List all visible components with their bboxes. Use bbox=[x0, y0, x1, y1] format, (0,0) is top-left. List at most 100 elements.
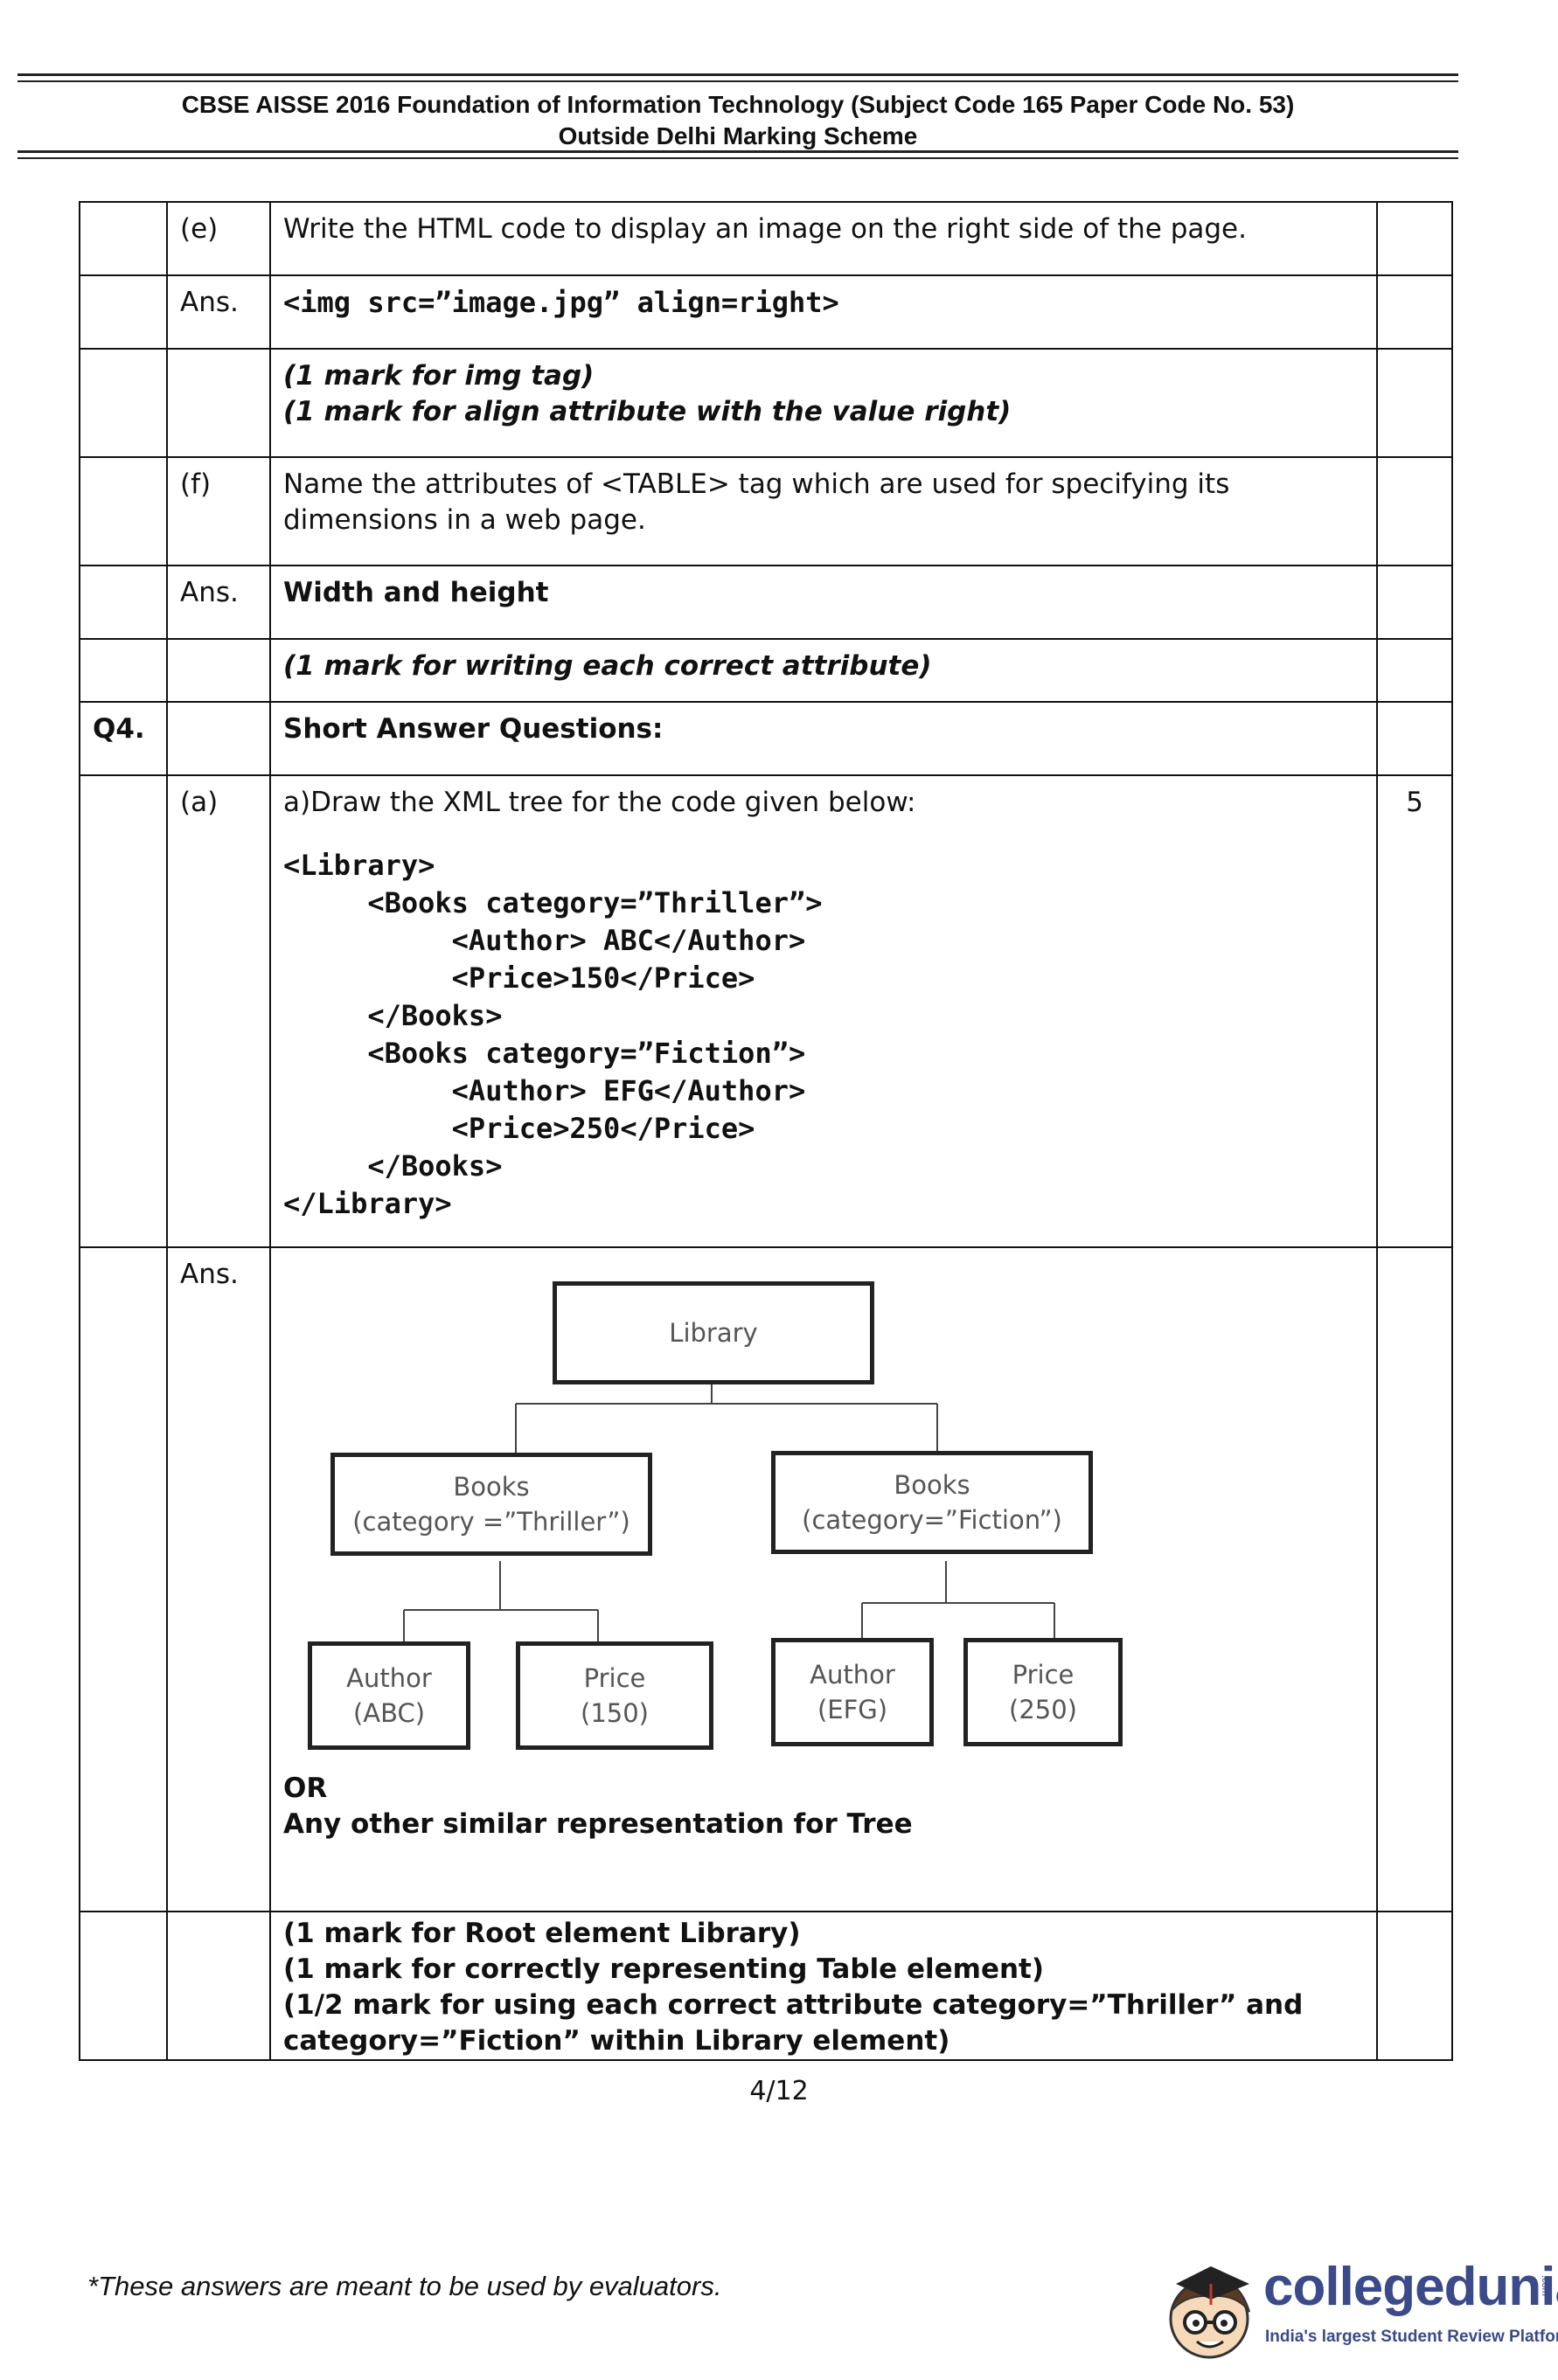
table-row: (1 mark for writing each correct attribu… bbox=[79, 638, 1453, 703]
node-attribute: (category=”Fiction”) bbox=[802, 1505, 1062, 1535]
marking-scheme-table: (e) Write the HTML code to display an im… bbox=[79, 201, 1453, 2061]
code-line: <Books category=”Fiction”> bbox=[283, 1037, 806, 1070]
part-label bbox=[166, 701, 271, 776]
table-row: Ans. Width and height bbox=[79, 565, 1453, 640]
question-cell: a)Draw the XML tree for the code given b… bbox=[269, 774, 1378, 1248]
answer-cell: Width and height bbox=[269, 565, 1378, 640]
marks-cell bbox=[1376, 456, 1453, 566]
qnum-cell bbox=[79, 274, 168, 350]
marks-cell bbox=[1376, 565, 1453, 640]
part-label bbox=[166, 638, 271, 703]
qnum-cell bbox=[79, 1246, 168, 1912]
node-value: (EFG) bbox=[817, 1695, 888, 1724]
answer-label: Ans. bbox=[166, 565, 271, 640]
code-line: <Author> ABC</Author> bbox=[283, 924, 806, 957]
qnum-cell bbox=[79, 638, 168, 703]
tree-node-price-150: Price (150) bbox=[516, 1641, 713, 1750]
table-row: Q4. Short Answer Questions: bbox=[79, 701, 1453, 776]
tree-node-library: Library bbox=[553, 1281, 874, 1384]
node-label: Library bbox=[669, 1318, 758, 1348]
node-value: (150) bbox=[581, 1698, 649, 1728]
marking-cell: (1 mark for img tag) (1 mark for align a… bbox=[269, 348, 1378, 458]
node-label: Author bbox=[346, 1663, 432, 1693]
code-line: <Library> bbox=[283, 849, 435, 882]
tree-node-author-efg: Author (EFG) bbox=[771, 1638, 934, 1746]
table-row: (f) Name the attributes of <TABLE> tag w… bbox=[79, 456, 1453, 566]
part-label: (a) bbox=[166, 774, 271, 1248]
marks-cell bbox=[1376, 274, 1453, 350]
answer-text: Width and height bbox=[283, 577, 549, 608]
marks-cell bbox=[1376, 638, 1453, 703]
code-line: <Author> EFG</Author> bbox=[283, 1074, 806, 1107]
tree-node-books-fiction: Books (category=”Fiction”) bbox=[771, 1451, 1093, 1554]
table-row: Ans. <img src=”image.jpg” align=right> bbox=[79, 274, 1453, 350]
tree-node-books-thriller: Books (category =”Thriller”) bbox=[330, 1453, 652, 1556]
code-line: </Books> bbox=[283, 1149, 503, 1183]
logo-com: .com bbox=[1540, 2275, 1550, 2296]
header-title-line2: Outside Delhi Marking Scheme bbox=[558, 122, 918, 149]
answer-label: Ans. bbox=[166, 274, 271, 350]
or-label: OR bbox=[283, 1773, 328, 1804]
node-label: Price bbox=[1012, 1660, 1075, 1690]
table-row: (e) Write the HTML code to display an im… bbox=[79, 201, 1453, 276]
tree-node-author-abc: Author (ABC) bbox=[308, 1641, 470, 1750]
question-text: a)Draw the XML tree for the code given b… bbox=[283, 787, 916, 818]
marks-cell bbox=[1376, 1246, 1453, 1912]
header-top-rule-2 bbox=[17, 80, 1458, 82]
marks-cell bbox=[1376, 701, 1453, 776]
marking-cell: (1 mark for Root element Library) (1 mar… bbox=[269, 1911, 1378, 2061]
qnum-cell bbox=[79, 565, 168, 640]
section-title-cell: Short Answer Questions: bbox=[269, 701, 1378, 776]
tree-node-price-250: Price (250) bbox=[963, 1638, 1123, 1746]
mascot-icon bbox=[1169, 2266, 1250, 2359]
question-number: Q4. bbox=[93, 713, 145, 745]
section-title: Short Answer Questions: bbox=[283, 713, 664, 745]
page-number: 4/12 bbox=[749, 2076, 809, 2106]
logo-tagline: India's largest Student Review Platform bbox=[1265, 2328, 1558, 2346]
node-label: Books bbox=[894, 1470, 970, 1500]
answer-cell: Library Books (category =”Thriller”) Boo… bbox=[269, 1246, 1378, 1912]
marks-value: 5 bbox=[1376, 774, 1453, 1248]
marking-note: (1/2 mark for using each correct attribu… bbox=[283, 1989, 1304, 2021]
marks-cell bbox=[1376, 348, 1453, 458]
marking-note: (1 mark for align attribute with the val… bbox=[283, 396, 1012, 427]
table-row: Ans. bbox=[79, 1246, 1453, 1912]
marking-note: (1 mark for writing each correct attribu… bbox=[283, 650, 932, 682]
marking-note: (1 mark for img tag) bbox=[283, 360, 595, 392]
marking-cell: (1 mark for writing each correct attribu… bbox=[269, 638, 1378, 703]
tree-connectors bbox=[403, 1365, 1055, 1641]
marks-cell bbox=[1376, 1911, 1453, 2061]
node-label: Author bbox=[810, 1660, 895, 1690]
table-row: (a) a)Draw the XML tree for the code giv… bbox=[79, 774, 1453, 1248]
marking-note: (1 mark for Root element Library) bbox=[283, 1918, 801, 1949]
question-text: Write the HTML code to display an image … bbox=[269, 201, 1378, 276]
node-value: (250) bbox=[1009, 1695, 1077, 1724]
marks-cell bbox=[1376, 201, 1453, 276]
qnum-cell bbox=[79, 1911, 168, 2061]
logo-wordmark: collegedunia bbox=[1263, 2257, 1558, 2317]
qnum-cell: Q4. bbox=[79, 701, 168, 776]
qnum-cell bbox=[79, 348, 168, 458]
node-attribute: (category =”Thriller”) bbox=[352, 1507, 630, 1537]
answer-label: Ans. bbox=[166, 1246, 271, 1912]
part-label: (e) bbox=[166, 201, 271, 276]
part-label: (f) bbox=[166, 456, 271, 566]
header-bottom-rule bbox=[17, 150, 1458, 153]
table-row: (1 mark for img tag) (1 mark for align a… bbox=[79, 348, 1453, 458]
question-text: Name the attributes of <TABLE> tag which… bbox=[269, 456, 1378, 566]
answer-cell: <img src=”image.jpg” align=right> bbox=[269, 274, 1378, 350]
header-title-line1: CBSE AISSE 2016 Foundation of Informatio… bbox=[181, 91, 1295, 118]
node-label: Books bbox=[453, 1472, 530, 1502]
qnum-cell bbox=[79, 456, 168, 566]
node-label: Price bbox=[583, 1663, 646, 1693]
evaluator-note: *These answers are meant to be used by e… bbox=[87, 2271, 722, 2301]
marking-note: (1 mark for correctly representing Table… bbox=[283, 1953, 1045, 1985]
qnum-cell bbox=[79, 774, 168, 1248]
qnum-cell bbox=[79, 201, 168, 276]
answer-code: <img src=”image.jpg” align=right> bbox=[283, 286, 839, 319]
marking-note: category=”Fiction” within Library elemen… bbox=[283, 2025, 950, 2057]
code-line: </Library> bbox=[283, 1187, 452, 1220]
code-line: </Books> bbox=[283, 999, 503, 1032]
code-line: <Books category=”Thriller”> bbox=[283, 886, 823, 919]
or-text: Any other similar representation for Tre… bbox=[283, 1808, 913, 1840]
